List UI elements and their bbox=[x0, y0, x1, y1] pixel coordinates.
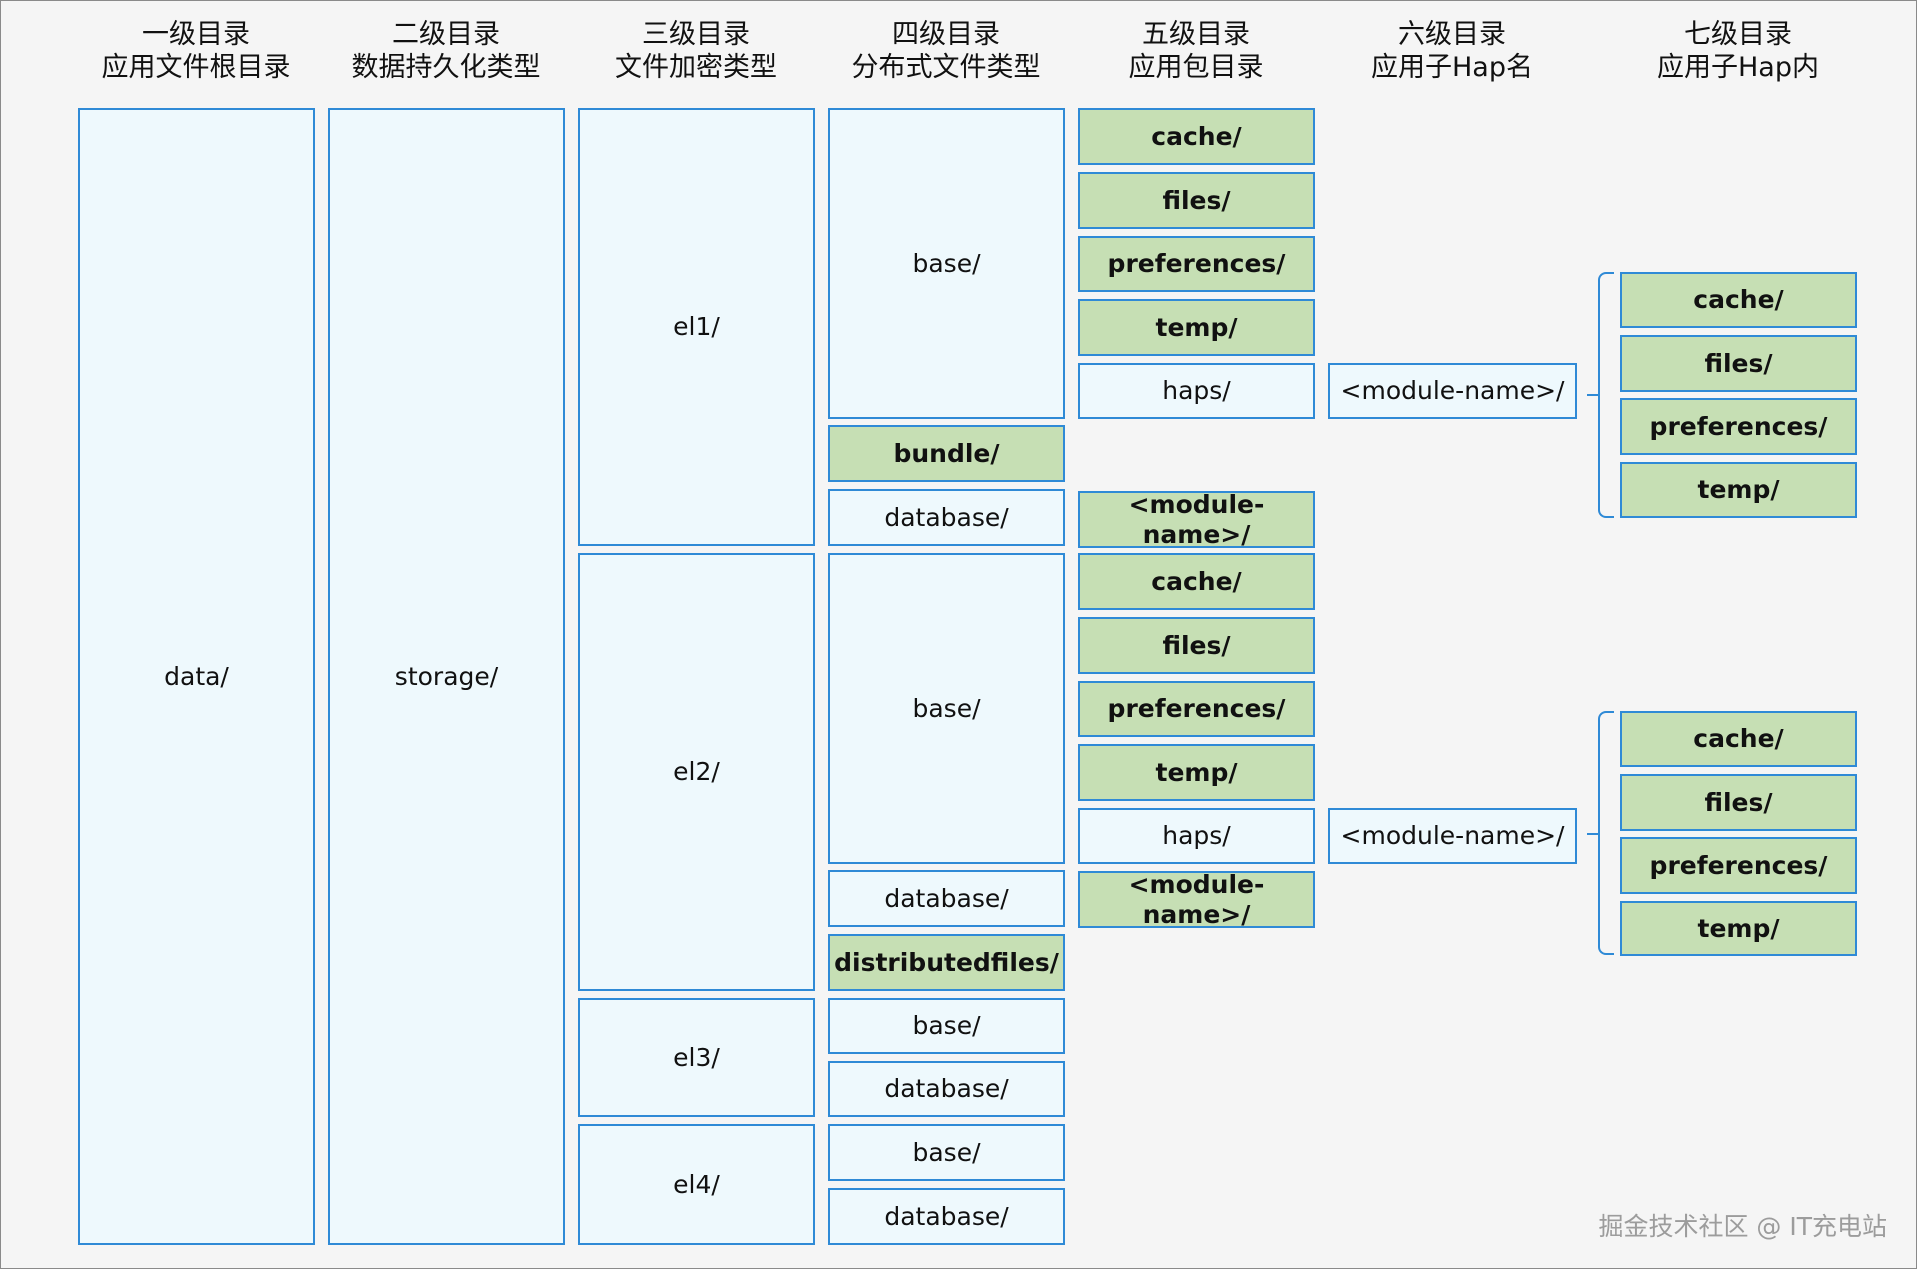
header-level6-subtitle: 应用子Hap名 bbox=[1371, 52, 1533, 83]
dir-el4: el4/ bbox=[578, 1124, 815, 1245]
header-level6: 六级目录 应用子Hap名 bbox=[1322, 18, 1582, 84]
dir-el2-module-temp: temp/ bbox=[1620, 901, 1857, 956]
header-level7-title: 七级目录 bbox=[1684, 19, 1792, 50]
header-level2-title: 二级目录 bbox=[392, 19, 500, 50]
dir-el1-base-haps: haps/ bbox=[1078, 363, 1315, 419]
dir-el2-base-temp: temp/ bbox=[1078, 744, 1315, 801]
header-level7: 七级目录 应用子Hap内 bbox=[1608, 18, 1868, 84]
dir-storage: storage/ bbox=[328, 108, 565, 1245]
dir-el1-module-files: files/ bbox=[1620, 335, 1857, 392]
dir-el1-module-cache: cache/ bbox=[1620, 272, 1857, 328]
dir-el2-base: base/ bbox=[828, 553, 1065, 864]
dir-el2-database-module: <module-name>/ bbox=[1078, 870, 1315, 929]
bracket-el2-module bbox=[1598, 711, 1614, 955]
dir-el2-database: database/ bbox=[828, 870, 1065, 927]
dir-el3-database: database/ bbox=[828, 1061, 1065, 1117]
bracket-el1-connector bbox=[1587, 394, 1599, 396]
dir-el1: el1/ bbox=[578, 108, 815, 546]
header-level1-subtitle: 应用文件根目录 bbox=[101, 52, 291, 83]
header-level1-title: 一级目录 bbox=[142, 19, 250, 50]
watermark: 掘金技术社区 @ IT充电站 bbox=[1598, 1212, 1887, 1241]
header-level7-subtitle: 应用子Hap内 bbox=[1657, 52, 1819, 83]
dir-el1-base: base/ bbox=[828, 108, 1065, 419]
header-level3-title: 三级目录 bbox=[642, 19, 750, 50]
header-level6-title: 六级目录 bbox=[1398, 19, 1506, 50]
dir-el2-module-cache: cache/ bbox=[1620, 711, 1857, 767]
dir-el2-module-files: files/ bbox=[1620, 774, 1857, 831]
dir-el2: el2/ bbox=[578, 553, 815, 991]
dir-el1-module-temp: temp/ bbox=[1620, 462, 1857, 518]
header-level5-subtitle: 应用包目录 bbox=[1128, 52, 1264, 83]
bracket-el2-connector bbox=[1587, 833, 1599, 835]
dir-el1-base-temp: temp/ bbox=[1078, 299, 1315, 356]
dir-el1-base-files: files/ bbox=[1078, 172, 1315, 229]
dir-data: data/ bbox=[78, 108, 315, 1245]
header-level4-title: 四级目录 bbox=[892, 19, 1000, 50]
header-level4: 四级目录 分布式文件类型 bbox=[816, 18, 1076, 84]
header-level5-title: 五级目录 bbox=[1142, 19, 1250, 50]
dir-el1-haps-module: <module-name>/ bbox=[1328, 363, 1577, 419]
dir-el4-base: base/ bbox=[828, 1124, 1065, 1181]
header-level3: 三级目录 文件加密类型 bbox=[566, 18, 826, 84]
dir-el2-base-preferences: preferences/ bbox=[1078, 681, 1315, 737]
header-level4-subtitle: 分布式文件类型 bbox=[851, 52, 1041, 83]
dir-el2-haps-module: <module-name>/ bbox=[1328, 808, 1577, 864]
dir-el3: el3/ bbox=[578, 998, 815, 1117]
dir-el1-database: database/ bbox=[828, 489, 1065, 546]
dir-el3-base: base/ bbox=[828, 998, 1065, 1054]
dir-el1-bundle: bundle/ bbox=[828, 425, 1065, 482]
dir-el1-database-module: <module-name>/ bbox=[1078, 490, 1315, 549]
header-level1: 一级目录 应用文件根目录 bbox=[66, 18, 326, 84]
dir-el1-module-preferences: preferences/ bbox=[1620, 398, 1857, 455]
dir-el4-database: database/ bbox=[828, 1188, 1065, 1245]
dir-el2-base-haps: haps/ bbox=[1078, 808, 1315, 864]
dir-el2-base-files: files/ bbox=[1078, 617, 1315, 674]
dir-el1-base-cache: cache/ bbox=[1078, 108, 1315, 165]
header-level3-subtitle: 文件加密类型 bbox=[615, 52, 777, 83]
header-level2: 二级目录 数据持久化类型 bbox=[316, 18, 576, 84]
header-level2-subtitle: 数据持久化类型 bbox=[351, 52, 541, 83]
dir-el1-base-preferences: preferences/ bbox=[1078, 236, 1315, 292]
dir-el2-base-cache: cache/ bbox=[1078, 553, 1315, 610]
dir-el2-distributedfiles: distributedfiles/ bbox=[828, 934, 1065, 991]
dir-el2-module-preferences: preferences/ bbox=[1620, 837, 1857, 894]
bracket-el1-module bbox=[1598, 272, 1614, 518]
header-level5: 五级目录 应用包目录 bbox=[1066, 18, 1326, 84]
